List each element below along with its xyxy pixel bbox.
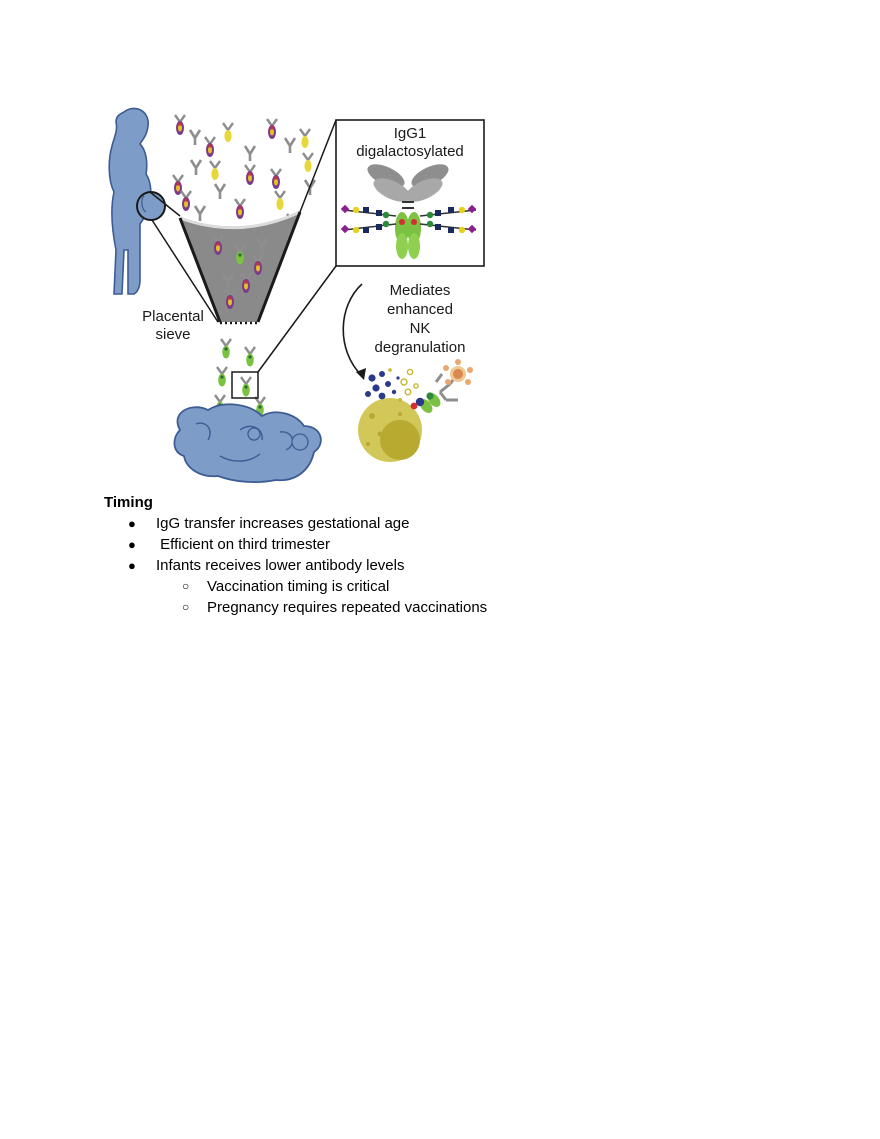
curved-arrow-icon [342,283,366,380]
bullet-icon: ● [128,558,136,573]
list-item-text: Vaccination timing is critical [207,578,390,595]
placental-sieve-funnel [178,210,302,325]
bullet-icon: ● [128,516,136,531]
hollow-bullet-icon: ○ [182,600,190,614]
nk-cell-icon [358,398,422,462]
notes-heading: Timing [104,494,153,511]
fc-receptor-antibody-complex [410,373,458,413]
sub-list-item: ○ Vaccination timing is critical [104,576,804,597]
infant-icon [173,403,322,483]
nk-label-line2: enhanced [387,301,453,318]
list-item-text: Pregnancy requires repeated vaccinations [207,599,488,616]
list-item-text: Infants receives lower antibody levels [156,557,405,574]
list-item: ● IgG transfer increases gestational age [104,513,804,534]
notes-list: ● IgG transfer increases gestational age… [104,513,804,618]
list-item-text: Efficient on third trimester [156,536,330,553]
transferred-antibodies [213,337,267,418]
list-item: ● Efficient on third trimester [104,534,804,555]
inset-title-line2: digalactosylated [356,143,464,160]
maternal-antibodies [171,113,317,231]
timing-notes: Timing ● IgG transfer increases gestatio… [104,492,804,618]
inset-title-line1: IgG1 [394,125,427,142]
maternal-igg-transfer-figure: IgG1 digalactosylated Placental sieve Me… [100,100,510,490]
cytotoxic-granules [365,368,419,402]
nk-label-line4: degranulation [375,339,466,356]
list-item: ● Infants receives lower antibody levels [104,555,804,576]
glycan-chains [340,204,477,234]
igg1-antibody-diagram [367,164,449,259]
bullet-icon: ● [128,537,136,552]
igg1-zoom-inset [335,119,485,267]
list-item-text: IgG transfer increases gestational age [156,515,410,532]
infected-target-cell-icon [443,359,473,385]
sub-list-item: ○ Pregnancy requires repeated vaccinatio… [104,597,804,618]
nk-label-line1: Mediates [390,282,451,299]
placental-sieve-label-line2: sieve [155,326,190,343]
nk-label-line3: NK [410,320,431,337]
hollow-bullet-icon: ○ [182,579,190,593]
placental-sieve-label-line1: Placental [142,308,204,325]
pregnant-woman-icon [108,107,166,295]
